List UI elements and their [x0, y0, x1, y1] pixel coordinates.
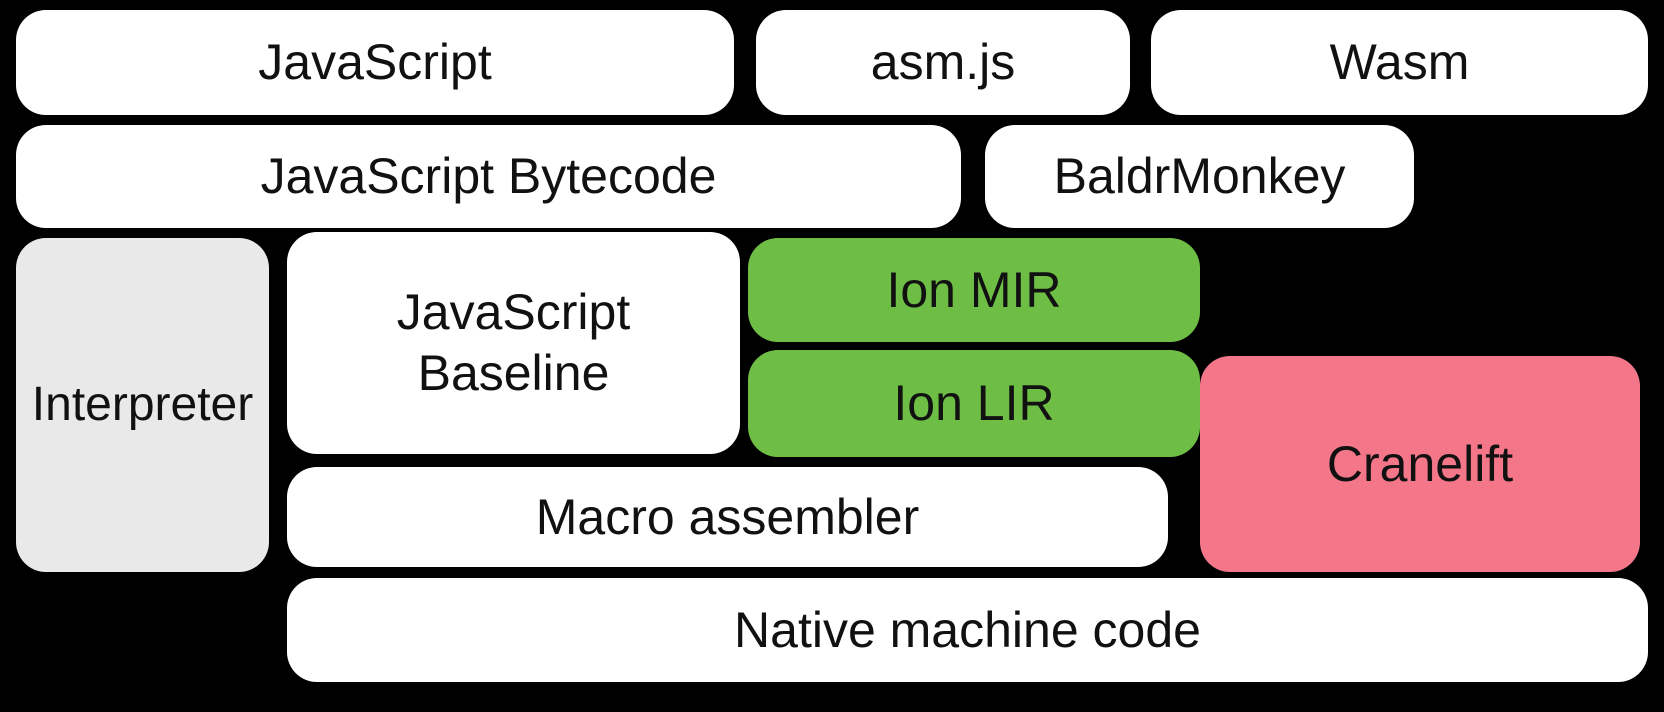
box-cranelift-label: Cranelift: [1326, 435, 1514, 492]
box-native-machine-code-label: Native machine code: [734, 601, 1201, 658]
box-javascript-baseline-label: JavaScript Baseline: [396, 284, 631, 401]
box-ion-mir: Ion MIR: [748, 238, 1200, 342]
box-wasm-label: Wasm: [1329, 34, 1470, 90]
box-macro-assembler-label: Macro assembler: [535, 488, 920, 545]
box-ion-lir: Ion LIR: [748, 350, 1200, 457]
box-javascript-bytecode-label: JavaScript Bytecode: [260, 148, 717, 204]
box-javascript-baseline: JavaScript Baseline: [287, 232, 740, 454]
box-javascript: JavaScript: [16, 10, 734, 115]
box-javascript-label: JavaScript: [258, 34, 492, 90]
box-asmjs-label: asm.js: [870, 34, 1016, 90]
box-javascript-bytecode: JavaScript Bytecode: [16, 125, 961, 228]
box-cranelift: Cranelift: [1200, 356, 1640, 572]
box-wasm: Wasm: [1151, 10, 1648, 115]
box-interpreter-label: Interpreter: [31, 377, 254, 431]
box-ion-mir-label: Ion MIR: [886, 261, 1062, 318]
box-asmjs: asm.js: [756, 10, 1130, 115]
box-macro-assembler: Macro assembler: [287, 467, 1168, 567]
box-ion-lir-label: Ion LIR: [893, 375, 1055, 431]
box-interpreter: Interpreter: [16, 238, 269, 572]
box-baldrmonkey: BaldrMonkey: [985, 125, 1414, 228]
box-native-machine-code: Native machine code: [287, 578, 1648, 682]
box-baldrmonkey-label: BaldrMonkey: [1053, 148, 1346, 204]
